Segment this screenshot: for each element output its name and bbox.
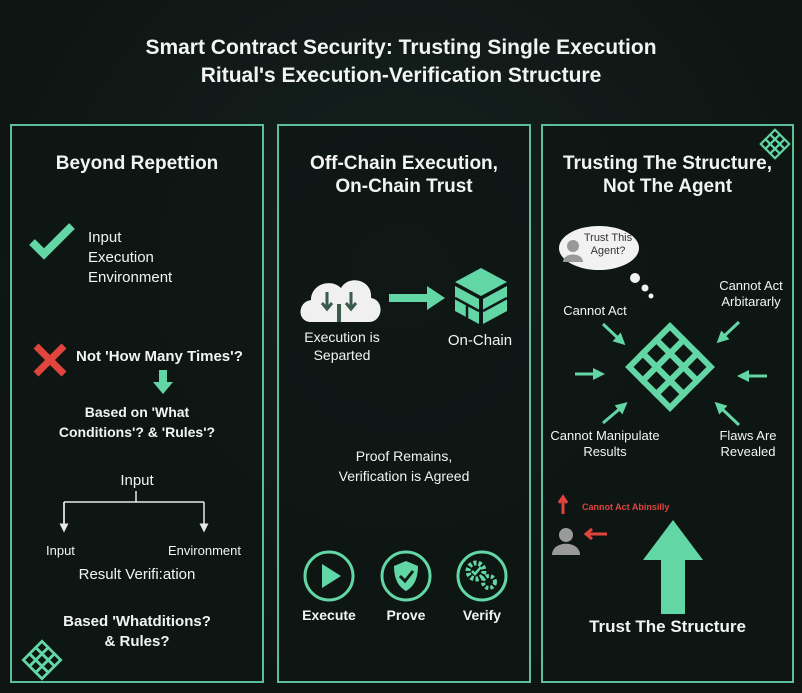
gears-check-icon (456, 550, 508, 602)
panel-trust-structure: Trusting The Structure, Not The Agent Tr… (541, 124, 794, 683)
step-label: Prove (386, 607, 426, 623)
text-line: Cannot Act (719, 278, 783, 293)
title-line-1: Smart Contract Security: Trusting Single… (145, 36, 657, 59)
text-line: Based 'Whatditions? (63, 613, 211, 630)
check-item: Execution (88, 249, 154, 266)
text-line: & Rules? (104, 633, 170, 650)
user-icon (552, 494, 607, 555)
result-verification: Result Verifi:ation (78, 566, 196, 583)
heading-line: Trusting The Structure, (562, 153, 773, 174)
text-line: Results (583, 444, 627, 459)
blockchain-cube-icon (454, 268, 508, 324)
on-chain-label: On-Chain (447, 332, 513, 349)
text-line: Arbitararly (721, 294, 781, 309)
text-line: Revealed (720, 444, 776, 459)
tree-root: Input (120, 472, 154, 489)
tree-left: Input (46, 543, 75, 558)
heading-line: Not The Agent (602, 176, 733, 197)
panel-heading: Trusting The Structure, Not The Agent (543, 152, 792, 198)
arrow-right-icon (389, 286, 445, 310)
text-line: Separted (313, 347, 371, 363)
thought-bubble (559, 226, 654, 299)
tree-right: Environment (168, 543, 241, 558)
text-line: Verification is Agreed (338, 468, 470, 484)
check-item: Input (88, 229, 122, 246)
branch-diagram (59, 491, 266, 546)
step-label: Execute (302, 607, 356, 623)
not-how-many-times: Not 'How Many Times'? (76, 348, 243, 365)
shield-check-icon (380, 550, 432, 602)
page-title: Smart Contract Security: Trusting Single… (0, 34, 802, 90)
heading-line: On-Chain Trust (335, 176, 473, 197)
cloud-icon (300, 280, 381, 322)
text-line: Proof Remains, (355, 448, 453, 464)
text-line: Conditions'? & 'Rules'? (58, 424, 216, 440)
check-icon (29, 223, 75, 260)
panel-heading: Beyond Repettion (55, 153, 219, 174)
check-item: Environment (88, 269, 173, 286)
x-icon (33, 343, 67, 377)
label-flaws-revealed: Flaws Are Revealed (703, 428, 793, 460)
based-on-text: Based on 'What Conditions'? & 'Rules'? (12, 402, 262, 442)
arrow-down-icon (153, 370, 173, 394)
label-cannot-act: Cannot Act (563, 303, 627, 318)
panel-off-chain: Off-Chain Execution, On-Chain Trust Exec… (277, 124, 531, 683)
trust-structure-label: Trust The Structure (589, 617, 746, 636)
cloud-label: Execution is Separted (279, 328, 405, 364)
text-line: Based on 'What (84, 404, 190, 420)
bubble-text: Trust This Agent? (583, 232, 633, 258)
text-line: Agent? (590, 245, 626, 257)
step-label: Verify (462, 607, 502, 623)
converging-arrows (575, 320, 767, 427)
bottom-text: Based 'Whatditions? & Rules? (12, 612, 262, 652)
text-line: Cannot Manipulate (550, 428, 660, 443)
play-icon (303, 550, 355, 602)
label-cannot-act-arbitrarily: Cannot Act Arbitararly (709, 278, 793, 310)
panel-beyond-repetition: Beyond Repettion Input Execution Environ… (10, 124, 264, 683)
red-warning-label: Cannot Act Abinsilly (582, 502, 670, 512)
knot-logo-icon (21, 639, 63, 681)
proof-text: Proof Remains, Verification is Agreed (279, 446, 529, 486)
check-list: Input Execution Environment (88, 228, 172, 288)
text-line: Trust This (583, 232, 633, 244)
title-line-2: Ritual's Execution-Verification Structur… (200, 64, 602, 87)
label-cannot-manipulate: Cannot Manipulate Results (543, 428, 667, 460)
text-line: Flaws Are (719, 428, 777, 443)
panel-heading: Off-Chain Execution, On-Chain Trust (279, 152, 529, 198)
text-line: Execution is (304, 329, 380, 345)
big-up-arrow (643, 520, 703, 614)
heading-line: Off-Chain Execution, (310, 153, 498, 174)
